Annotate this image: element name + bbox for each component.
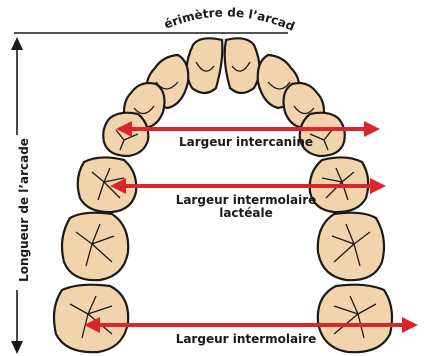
perimeter-label: Périmètre de l’arcade <box>0 0 297 34</box>
tooth-central-incisor-left <box>187 38 223 93</box>
primary-intermolar-label-line1: Largeur intermolaire <box>176 193 317 207</box>
intercanine-label: Largeur intercanine <box>179 135 313 149</box>
tooth-molar-right-middle <box>318 213 384 281</box>
intermolar-label: Largeur intermolaire <box>176 332 317 346</box>
tooth-molar-left-back <box>54 285 128 353</box>
primary-intermolar-label-line2: lactéale <box>219 206 273 220</box>
tooth-molar-left-middle <box>62 213 128 281</box>
tooth-molar-right-back <box>318 285 392 353</box>
tooth-first-primary-molar-left-upper <box>103 113 148 156</box>
perimeter-label-text: Périmètre de l’arcade <box>0 0 297 34</box>
arch-length-label: Longueur de l’arcade <box>17 138 31 282</box>
tooth-central-incisor-right <box>225 38 260 93</box>
